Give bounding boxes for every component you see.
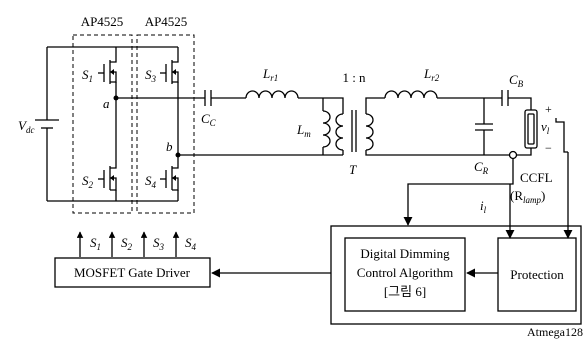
gate-signal-s4: S4 — [185, 235, 197, 252]
voltage-sense-wiring — [555, 118, 573, 239]
mosfet-s1 — [98, 47, 117, 98]
s2-label: S2 — [82, 173, 94, 190]
mosfet-s4 — [160, 155, 179, 201]
ccfl-lamp — [524, 109, 538, 149]
protection-label: Protection — [510, 267, 564, 282]
dimming-line1: Digital Dimming — [360, 246, 450, 261]
s4-label: S4 — [145, 173, 157, 190]
vl-plus-sign: + — [545, 102, 552, 116]
lr1-label: Lr1 — [262, 66, 278, 83]
dimming-block — [344, 237, 466, 312]
gate-driver-block — [54, 257, 211, 288]
gate-driver-label: MOSFET Gate Driver — [74, 265, 191, 280]
s3-label: S3 — [145, 67, 157, 84]
protection-block — [497, 237, 577, 312]
ap4525-right-box — [136, 34, 195, 214]
cb-label: CB — [509, 72, 524, 89]
dimming-line2: Control Algorithm — [357, 265, 453, 280]
ap4525-left-box — [72, 34, 133, 214]
gate-signal-s2: S2 — [121, 235, 133, 252]
s1-label: S1 — [82, 67, 93, 84]
vl-label: vl — [541, 119, 550, 136]
primary-wiring — [116, 90, 510, 156]
mcu-box — [330, 225, 582, 325]
node-b-label: b — [166, 139, 173, 154]
transformer-label: T — [349, 162, 357, 177]
gate-signal-s3: S3 — [153, 235, 165, 252]
ap4525-left-label: AP4525 — [81, 14, 124, 29]
secondary-wiring — [384, 90, 532, 160]
turns-ratio-label: 1 : n — [342, 70, 366, 85]
cc-label: CC — [201, 111, 217, 128]
lm-label: Lm — [296, 122, 311, 139]
vl-minus-sign: − — [545, 141, 552, 155]
node-a-label: a — [103, 96, 110, 111]
mosfet-s2 — [98, 98, 117, 201]
lr2-label: Lr2 — [423, 66, 440, 83]
rlamp-label: (Rlamp) — [510, 188, 545, 205]
cr-label: CR — [474, 159, 489, 176]
il-label: il — [480, 198, 487, 215]
vdc-label: Vdc — [18, 118, 34, 135]
ccfl-label: CCFL — [520, 170, 553, 185]
dc-source — [35, 46, 178, 202]
current-sense-wiring — [403, 158, 515, 239]
mosfet-s3 — [160, 47, 179, 155]
dimming-line3: [그림 6] — [384, 284, 426, 299]
gate-signal-s1: S1 — [90, 235, 101, 252]
mcu-label: Atmega128 — [527, 325, 583, 339]
gate-signal-arrows — [76, 231, 180, 257]
ap4525-right-label: AP4525 — [145, 14, 188, 29]
